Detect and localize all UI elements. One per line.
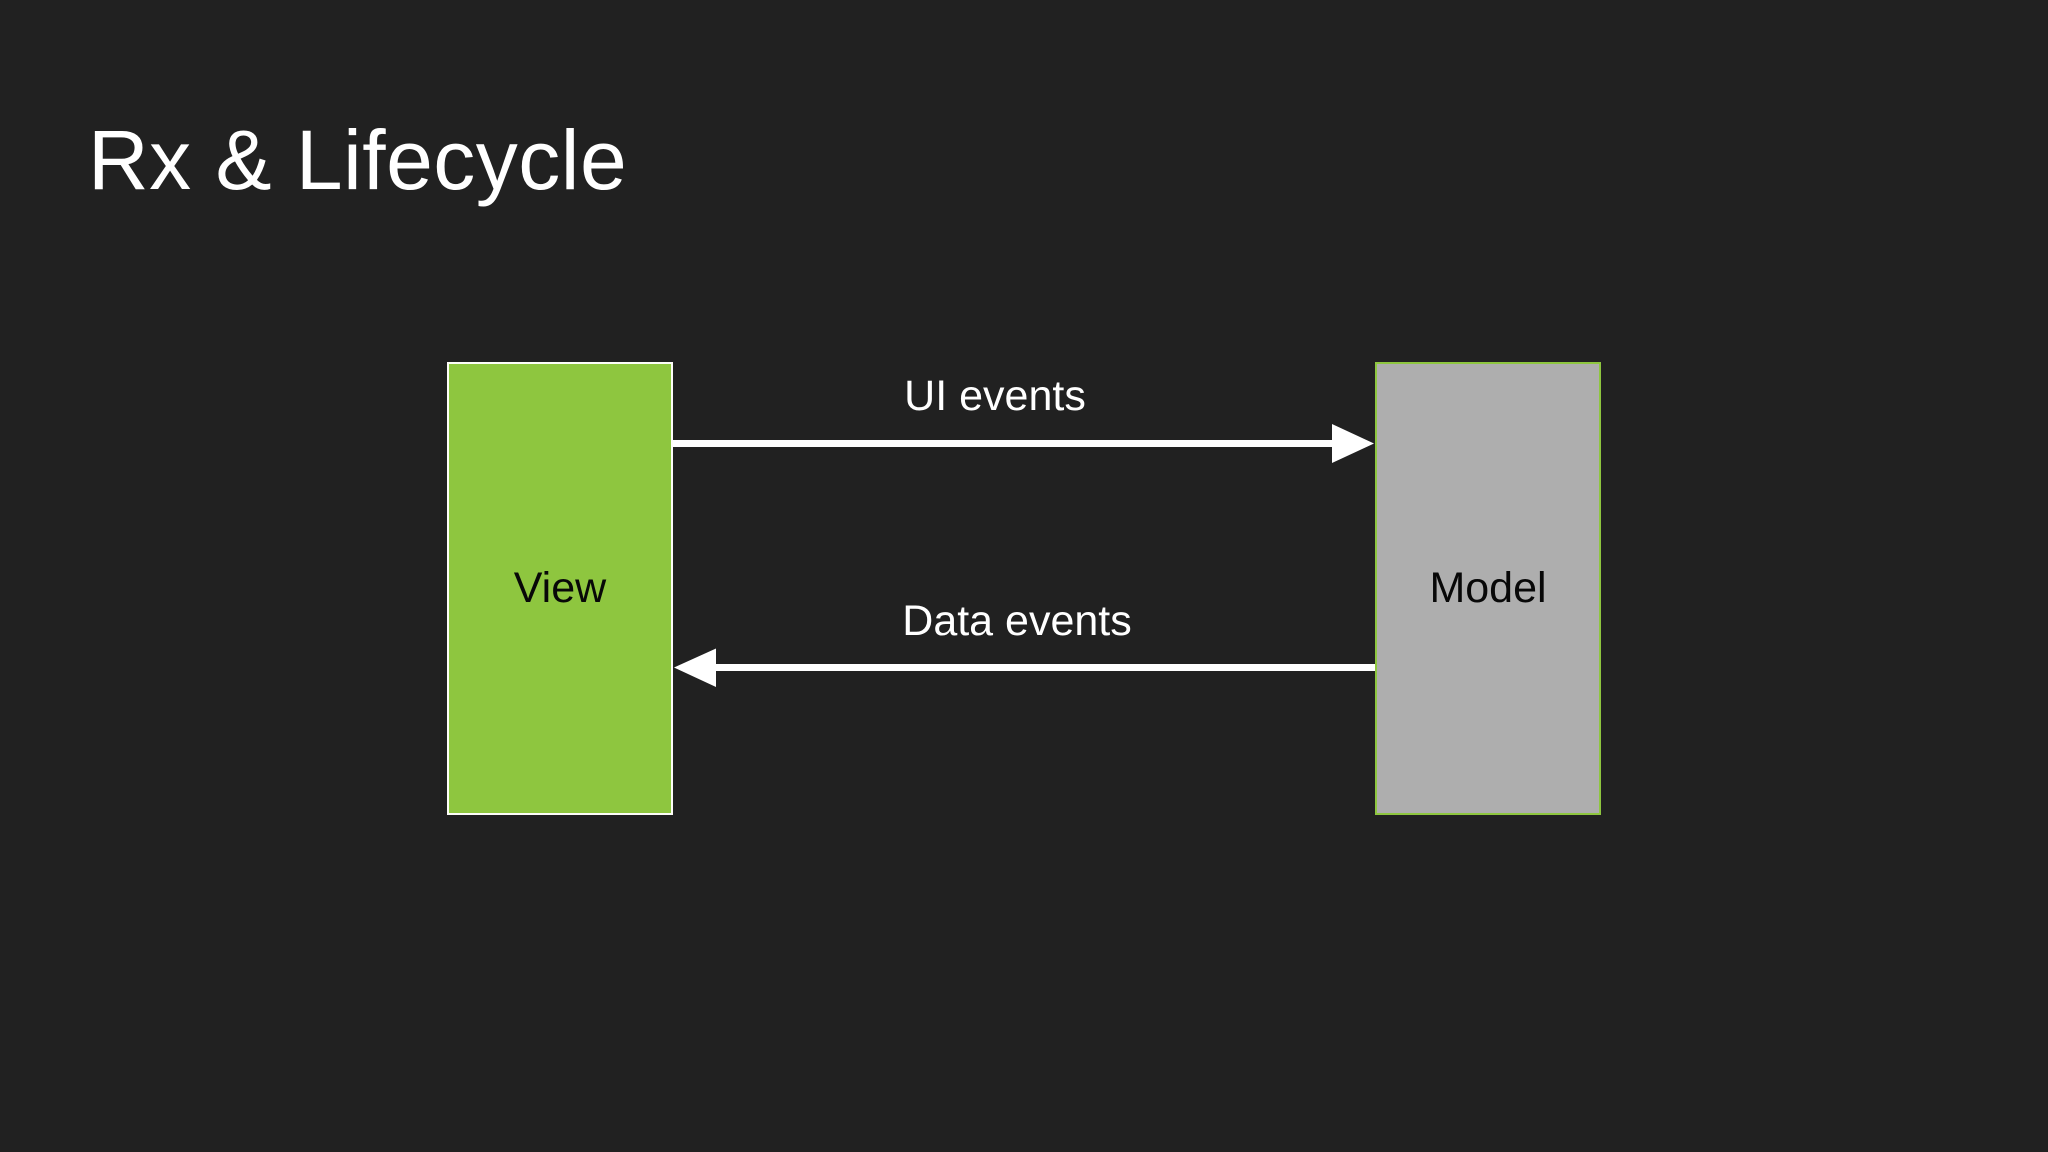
view-node-label: View: [513, 564, 607, 612]
model-node-label: Model: [1429, 564, 1547, 612]
ui-events-label: UI events: [904, 372, 1086, 420]
ui-events-arrowhead-icon: [1332, 424, 1374, 463]
data-events-arrowhead-icon: [674, 648, 716, 687]
ui-events-arrow: [673, 424, 1374, 463]
ui-events-arrow-line: [673, 440, 1334, 447]
slide-title: Rx & Lifecycle: [88, 113, 628, 207]
data-events-arrow: [674, 648, 1375, 687]
data-events-label: Data events: [902, 597, 1132, 645]
model-node: Model: [1375, 362, 1601, 815]
data-events-arrow-line: [714, 664, 1375, 671]
view-node: View: [447, 362, 673, 815]
